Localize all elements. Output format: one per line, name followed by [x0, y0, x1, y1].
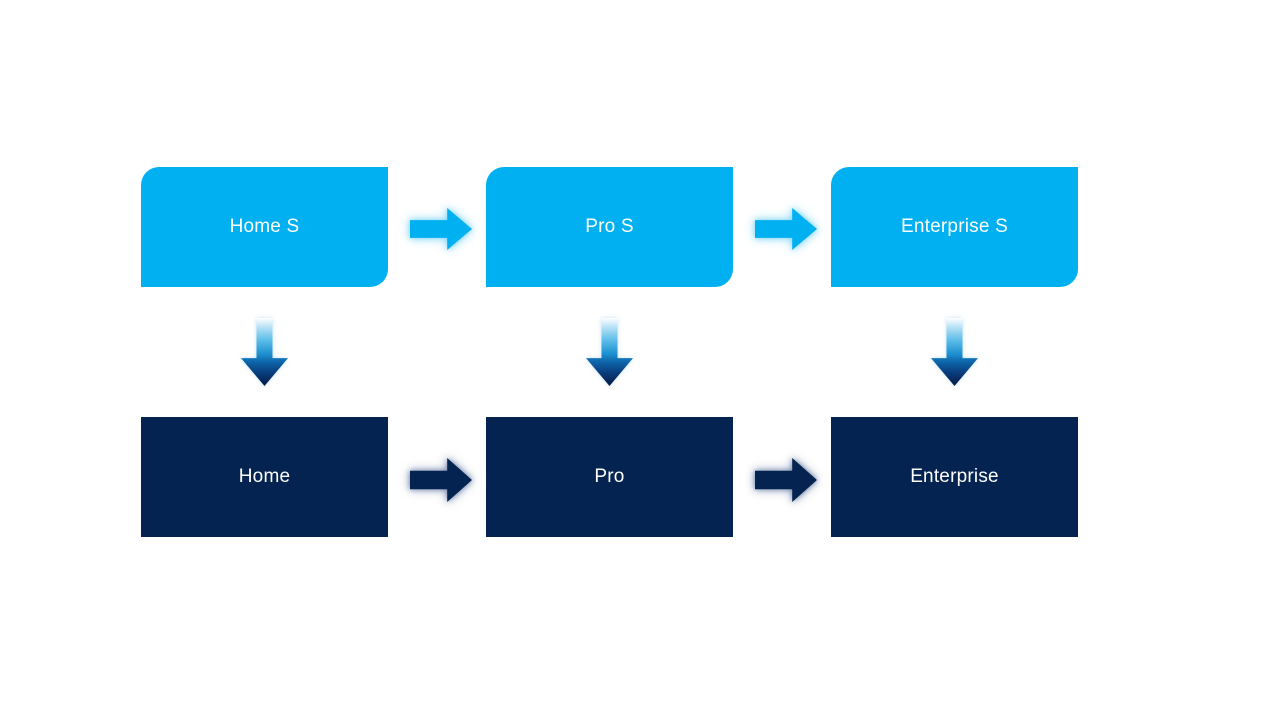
- right-arrow-icon: [410, 208, 472, 250]
- right-arrow-icon: [755, 208, 817, 250]
- right-arrow-icon: [755, 458, 817, 502]
- node-home-s-label: Home S: [229, 216, 300, 237]
- node-pro-label: Pro: [594, 466, 625, 487]
- node-pro: Pro: [486, 417, 733, 537]
- down-arrow-icon: [586, 318, 633, 386]
- node-home-s: Home S: [141, 167, 388, 287]
- node-enterprise-label: Enterprise: [910, 466, 999, 487]
- node-pro-s: Pro S: [486, 167, 733, 287]
- down-arrow-icon: [241, 318, 288, 386]
- node-enterprise: Enterprise: [831, 417, 1078, 537]
- node-home-label: Home: [238, 466, 291, 487]
- right-arrow-icon: [410, 458, 472, 502]
- node-enterprise-s-label: Enterprise S: [901, 216, 1008, 237]
- node-home: Home: [141, 417, 388, 537]
- node-pro-s-label: Pro S: [585, 216, 634, 237]
- down-arrow-icon: [931, 318, 978, 386]
- node-enterprise-s: Enterprise S: [831, 167, 1078, 287]
